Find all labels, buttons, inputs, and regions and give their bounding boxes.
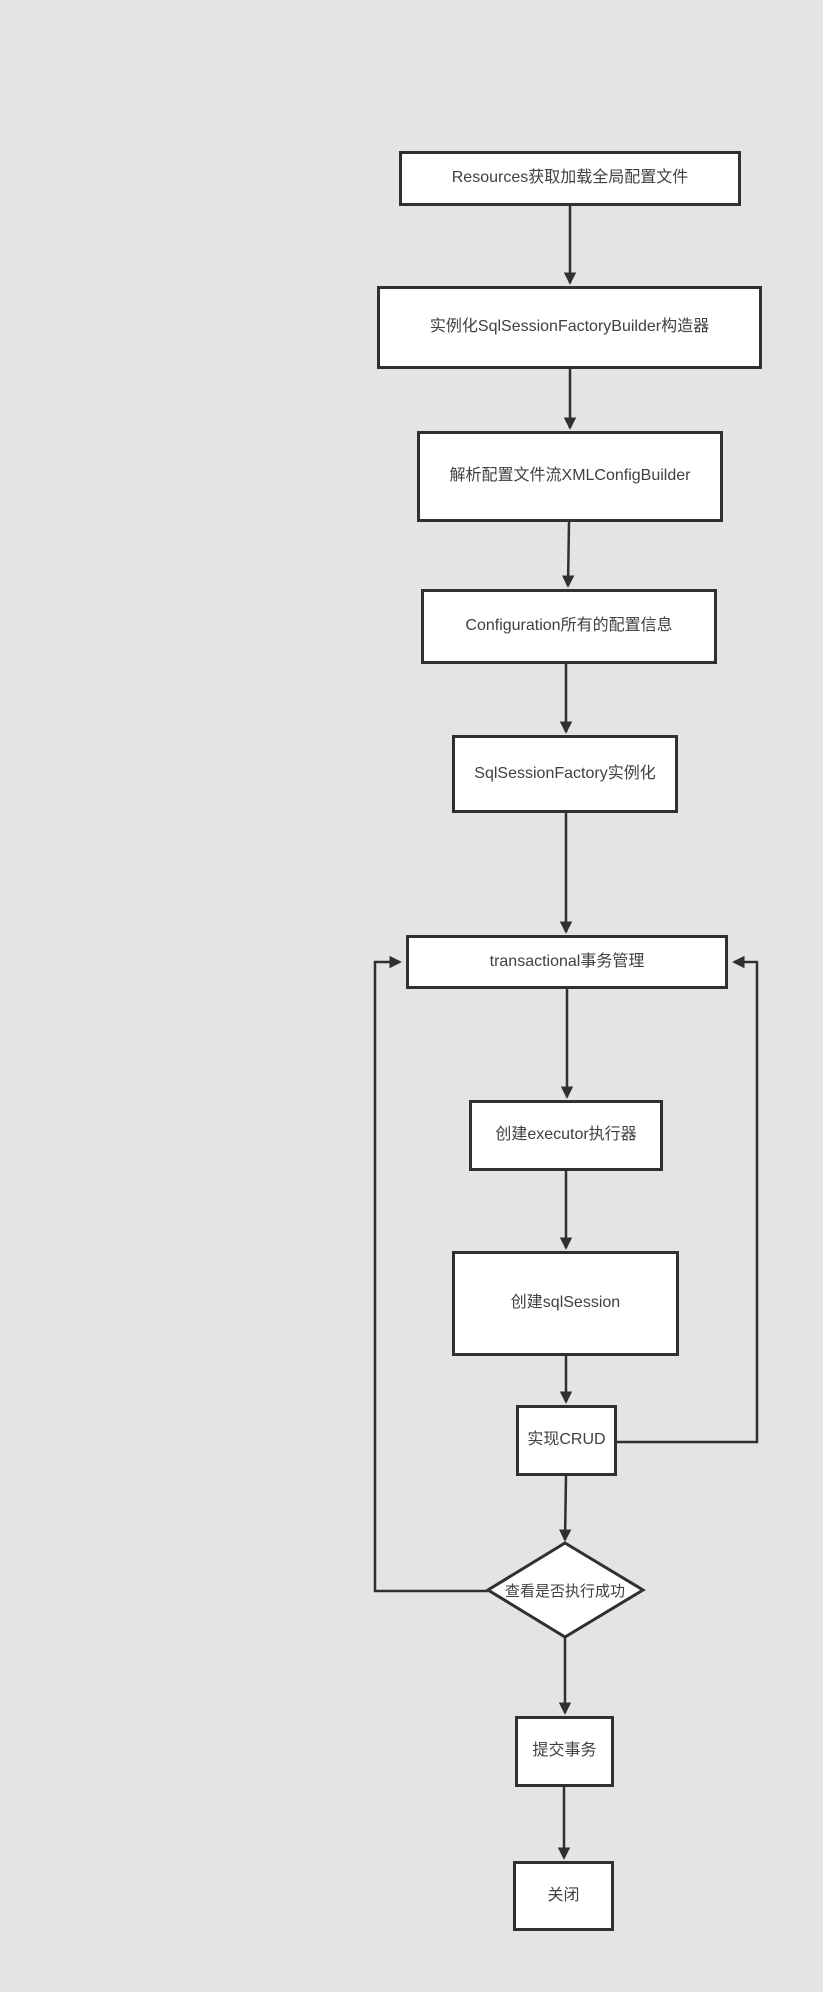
- node-close: 关闭: [513, 1861, 614, 1931]
- node-builder-instantiate: 实例化SqlSessionFactoryBuilder构造器: [377, 286, 762, 369]
- node-resources-load-label: Resources获取加载全局配置文件: [451, 169, 689, 187]
- node-executor-label: 创建executor执行器: [495, 1126, 637, 1144]
- node-sqlsession-label: 创建sqlSession: [510, 1294, 621, 1312]
- node-builder-instantiate-label: 实例化SqlSessionFactoryBuilder构造器: [429, 318, 710, 336]
- node-configuration: Configuration所有的配置信息: [421, 589, 717, 664]
- node-configuration-label: Configuration所有的配置信息: [465, 617, 673, 635]
- node-close-label: 关闭: [547, 1886, 580, 1904]
- node-resources-load: Resources获取加载全局配置文件: [399, 151, 741, 206]
- edge-decision-to-transactional-left-loop: [373, 955, 488, 1593]
- node-crud-label: 实现CRUD: [527, 1431, 606, 1449]
- node-xml-config-builder-label: 解析配置文件流XMLConfigBuilder: [449, 467, 691, 485]
- node-commit-label: 提交事务: [532, 1742, 597, 1760]
- edge-crud-to-transactional-right-loop: [617, 955, 759, 1444]
- edge-xmlconfig-to-configuration: [561, 521, 575, 588]
- node-sqlsession: 创建sqlSession: [452, 1251, 679, 1356]
- node-crud: 实现CRUD: [516, 1405, 617, 1476]
- edge-crud-to-decision: [558, 1475, 572, 1542]
- node-check-success-label: 查看是否执行成功: [504, 1582, 625, 1600]
- decision-diamond-shape: [485, 1541, 646, 1639]
- node-factory-instantiate-label: SqlSessionFactory实例化: [474, 764, 656, 782]
- node-transactional: transactional事务管理: [406, 935, 728, 989]
- node-commit: 提交事务: [515, 1716, 614, 1787]
- node-xml-config-builder: 解析配置文件流XMLConfigBuilder: [417, 431, 723, 522]
- node-check-success: 查看是否执行成功: [490, 1562, 640, 1618]
- node-factory-instantiate: SqlSessionFactory实例化: [452, 735, 678, 813]
- node-transactional-label: transactional事务管理: [489, 952, 645, 970]
- node-executor: 创建executor执行器: [469, 1100, 663, 1171]
